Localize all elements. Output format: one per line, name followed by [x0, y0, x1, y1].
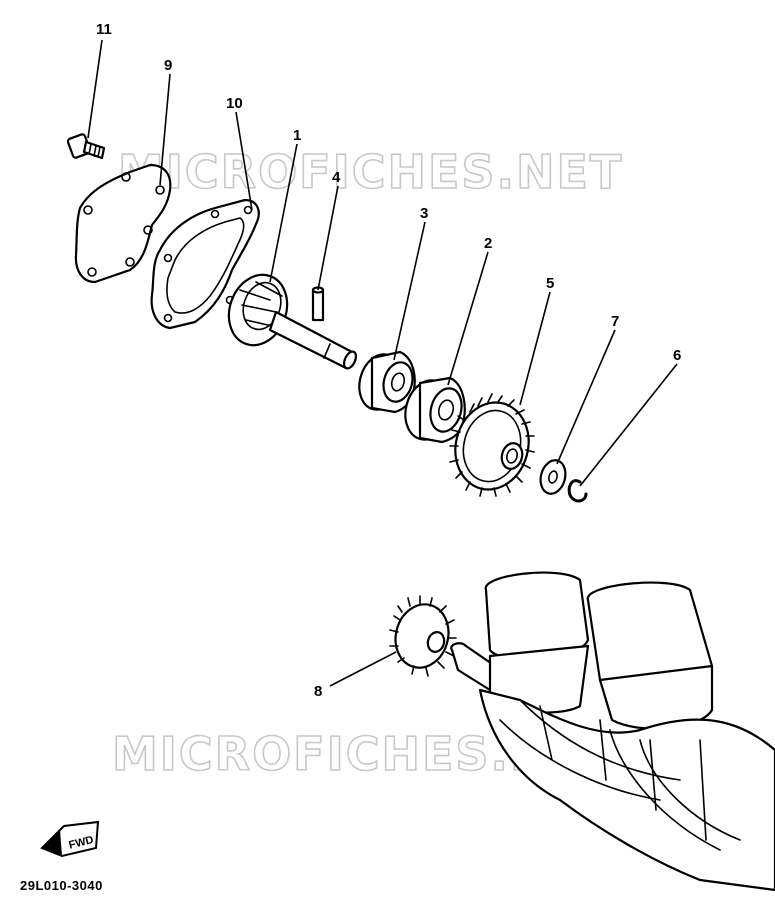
gear-5-part [449, 393, 535, 497]
circlip-part [567, 479, 588, 503]
cover-part [74, 163, 172, 284]
callout-5: 5 [546, 275, 554, 292]
callout-8: 8 [314, 683, 322, 700]
leader-lines [87, 39, 678, 687]
callout-11: 11 [96, 21, 112, 38]
callout-1: 1 [293, 127, 301, 144]
watermark-top: MICROFICHES.NET [118, 145, 623, 199]
reference-code: 29L010-3040 [20, 878, 103, 893]
gasket-part [150, 198, 260, 330]
fwd-arrow-icon: FWD [40, 820, 100, 858]
callout-2: 2 [484, 235, 492, 252]
callout-3: 3 [420, 205, 428, 222]
fwd-label: FWD [68, 834, 95, 852]
callout-9: 9 [164, 57, 172, 74]
washer-part [539, 459, 567, 495]
callout-7: 7 [611, 313, 619, 330]
callout-4: 4 [332, 169, 341, 186]
gear-8-part [389, 595, 457, 677]
pin-part [311, 286, 325, 322]
callout-6: 6 [673, 347, 681, 364]
bearing-2-part [404, 376, 466, 444]
impeller-shaft-part [227, 273, 358, 370]
callout-10: 10 [226, 95, 243, 112]
engine-block-drawing [450, 571, 775, 892]
bolt-part [66, 133, 106, 160]
